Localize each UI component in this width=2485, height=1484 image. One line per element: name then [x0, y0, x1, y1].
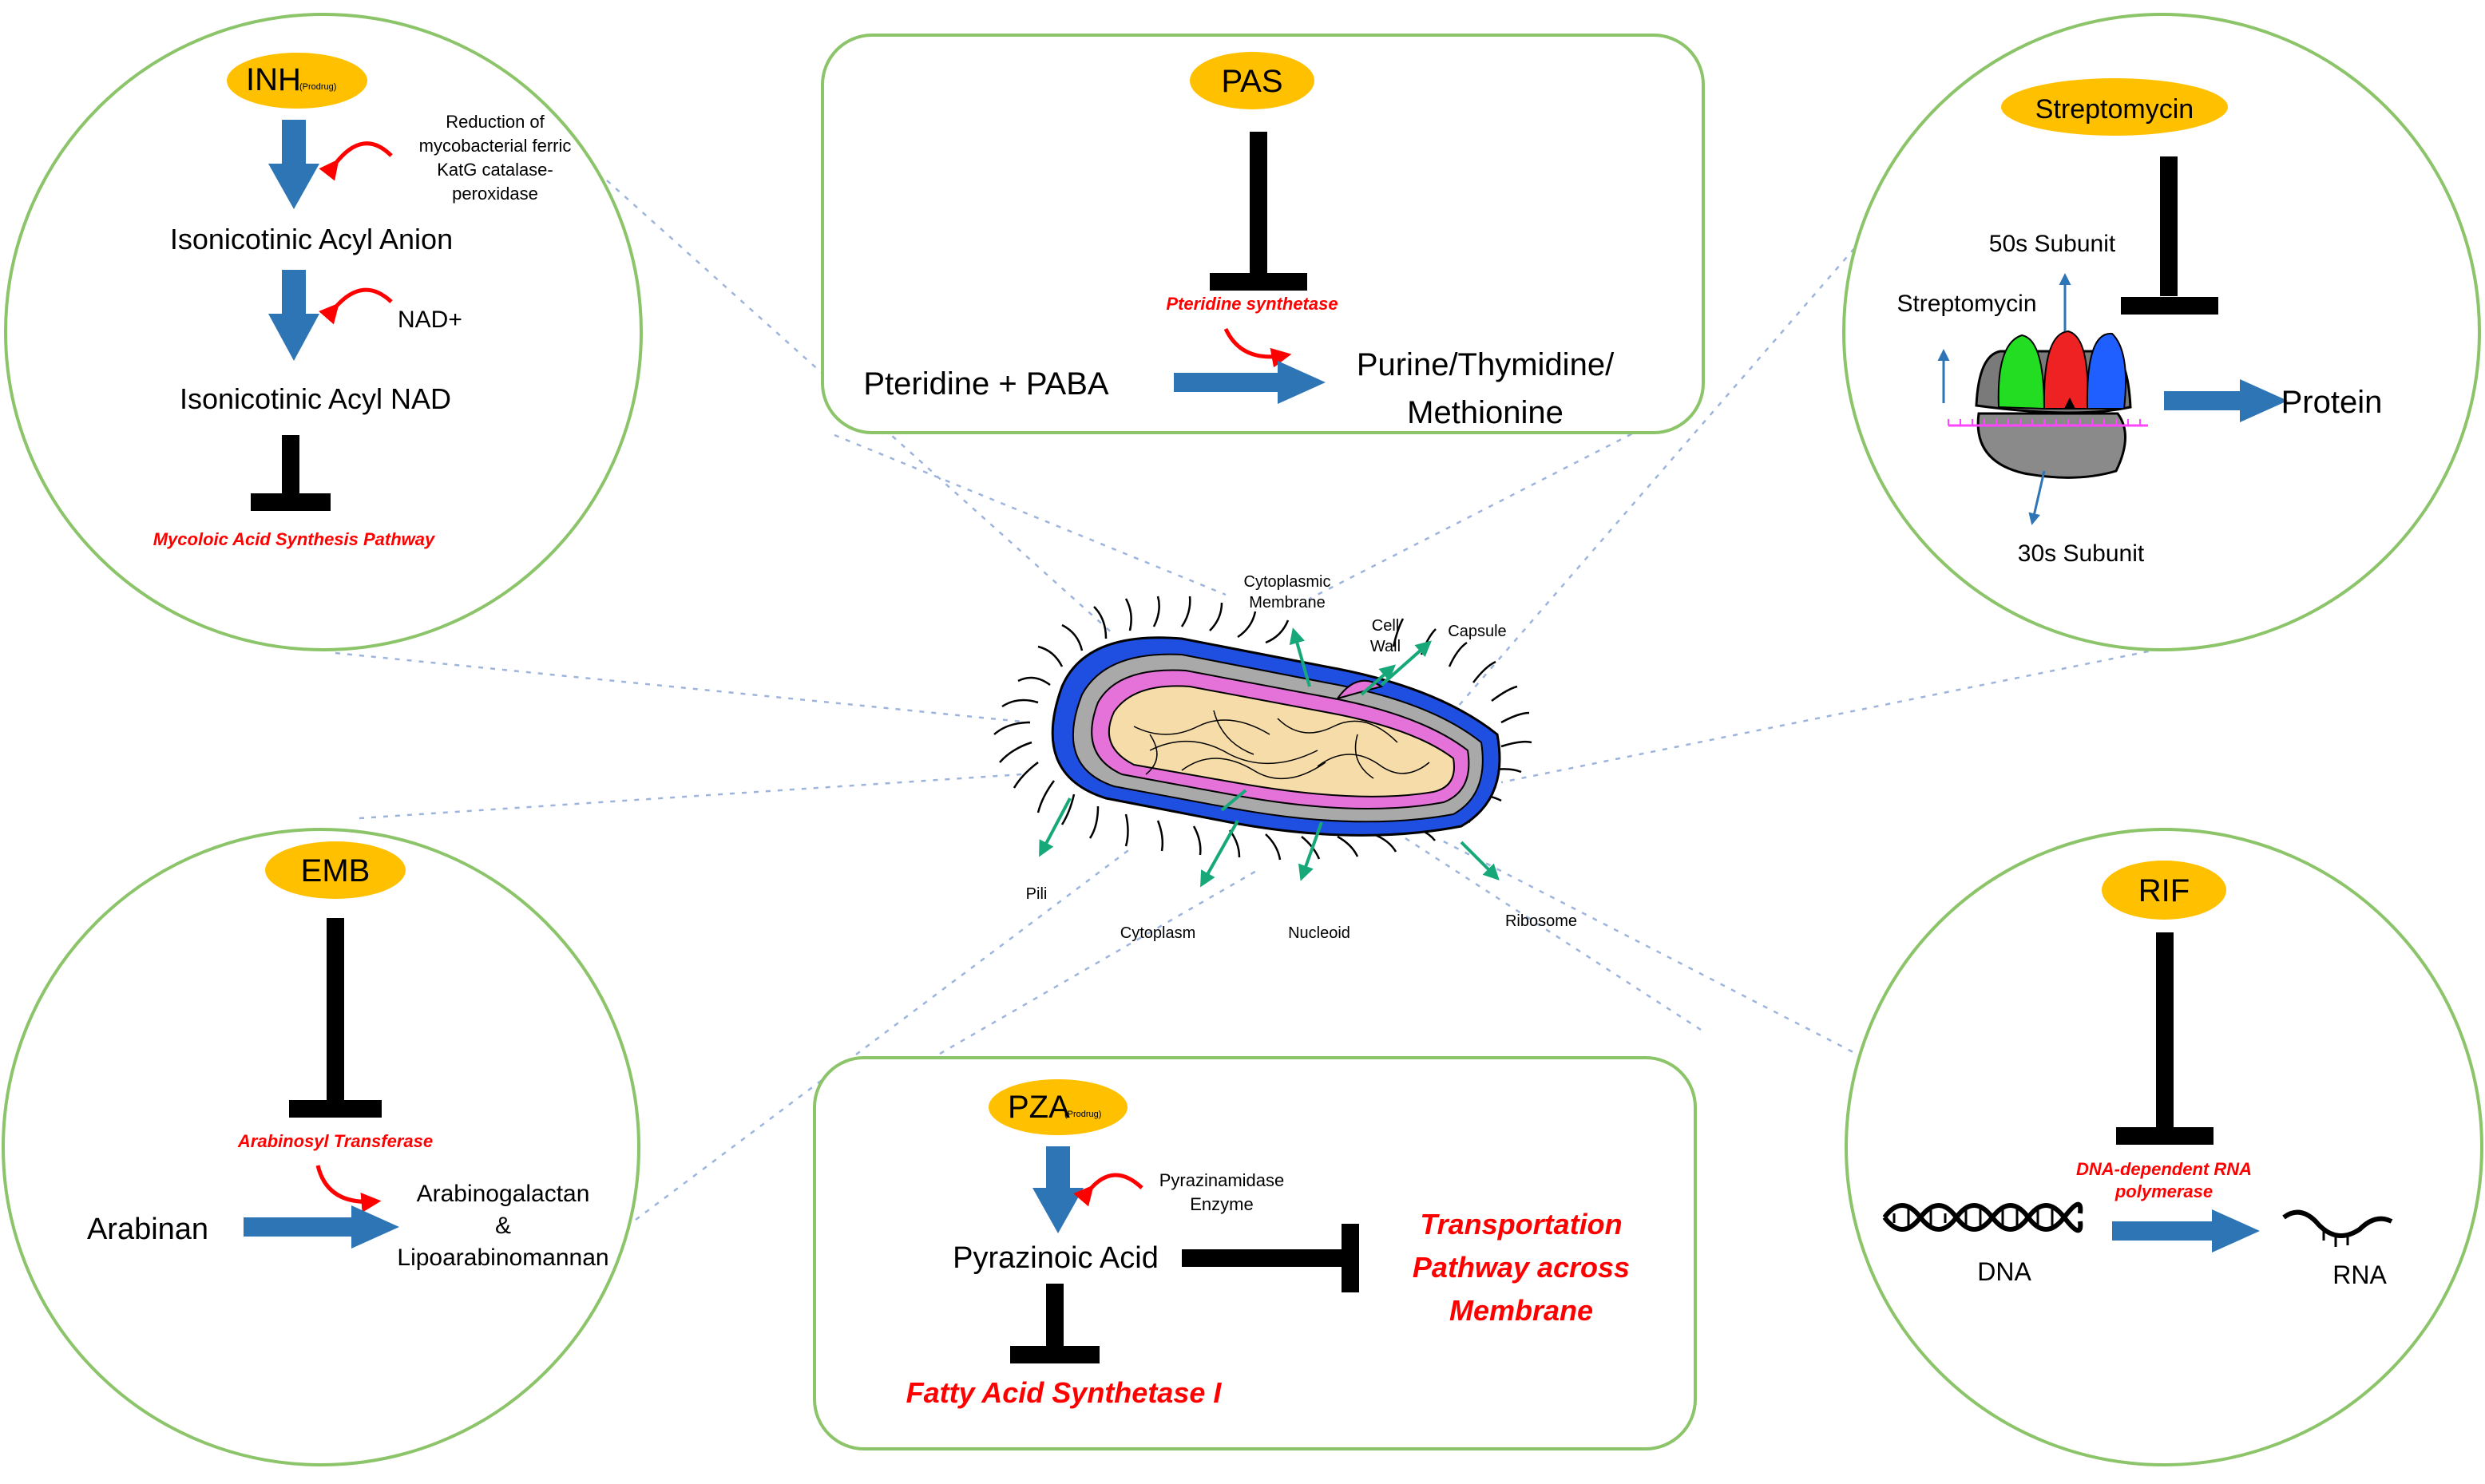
- inh-inhibition-stem: [282, 435, 299, 499]
- inh-product: Isonicotinic Acyl NAD: [180, 382, 451, 415]
- inh-panel: INH (Prodrug) Reduction of mycobacterial…: [4, 13, 643, 651]
- pza-inhibition-stem-down: [1046, 1284, 1064, 1351]
- pas-product-line1: Purine/Thymidine/: [1357, 347, 1615, 382]
- pas-panel: PAS Pteridine synthetase Pteridine + PAB…: [821, 34, 1705, 434]
- rif-inhibition-bar: [2116, 1127, 2214, 1145]
- nucleoid-label: Nucleoid: [1288, 924, 1350, 942]
- bacterium-illustration: Cytoplasmic Membrane Cell Wall Capsule P…: [993, 573, 1577, 942]
- pili-label: Pili: [1026, 885, 1048, 903]
- rif-drug-pill: [2102, 861, 2226, 920]
- streptomycin-panel: Streptomycin 50s Subunit Streptomycin 30…: [1842, 13, 2481, 651]
- strep-large-subunit: 50s Subunit: [1989, 231, 2116, 257]
- pza-target1: Fatty Acid Synthetase I: [906, 1376, 1223, 1409]
- pza-target2-line3: Membrane: [1449, 1294, 1593, 1327]
- pas-inhibition-bar: [1210, 273, 1307, 291]
- strep-inhibition-stem: [2160, 156, 2178, 296]
- cell-wall-label-line2: Wall: [1370, 638, 1401, 655]
- inh-cofactor: NAD+: [398, 307, 462, 333]
- inh-drug-pill: [227, 53, 367, 109]
- emb-inhibition-bar: [289, 1100, 382, 1118]
- inh-activator-line2: mycobacterial ferric: [419, 136, 572, 156]
- rif-drug-label: RIF: [2138, 873, 2190, 908]
- pas-drug-pill: [1190, 52, 1314, 109]
- rif-panel: RIF DNA-dependent RNA polymerase DNA RNA: [1845, 828, 2483, 1466]
- pza-drug-label: PZA: [1008, 1090, 1070, 1125]
- pza-target2-line1: Transportation: [1420, 1208, 1622, 1241]
- strep-small-subunit: 30s Subunit: [2018, 540, 2145, 567]
- cytoplasm-label: Cytoplasm: [1120, 924, 1195, 942]
- ribosome-label: Ribosome: [1505, 912, 1577, 930]
- rif-inhibition-stem: [2156, 932, 2174, 1132]
- dna-helix-icon: [1882, 1201, 2083, 1233]
- strep-drug-pill: [2001, 78, 2228, 136]
- emb-drug-pill: [265, 841, 406, 899]
- pza-drug-pill: [989, 1079, 1128, 1135]
- inh-intermediate: Isonicotinic Acyl Anion: [170, 223, 453, 255]
- strep-product: Protein: [2281, 385, 2383, 420]
- pas-product-line2: Methionine: [1407, 395, 1564, 430]
- pas-drug-label: PAS: [1221, 64, 1282, 99]
- pas-target: Pteridine synthetase: [1166, 294, 1338, 314]
- cell-wall-label-line1: Cell: [1372, 617, 1399, 635]
- strep-binding-label: Streptomycin: [1896, 291, 2036, 317]
- inh-inhibition-bar: [251, 493, 331, 511]
- strep-inhibition-bar: [2121, 297, 2218, 315]
- emb-panel: EMB Arabinosyl Transferase Arabinan Arab…: [2, 828, 640, 1466]
- leader-lines: [335, 139, 2173, 1242]
- pza-inhibition-bar-right: [1342, 1224, 1359, 1292]
- emb-product-line2: &: [495, 1213, 511, 1239]
- pza-inhibition-stem-right: [1182, 1249, 1342, 1267]
- emb-target: Arabinosyl Transferase: [237, 1131, 433, 1151]
- pza-active-form: Pyrazinoic Acid: [953, 1241, 1159, 1275]
- inh-activator-line1: Reduction of: [446, 112, 545, 132]
- emb-product-line1: Arabinogalactan: [417, 1181, 590, 1207]
- pas-inhibition-stem: [1250, 132, 1267, 277]
- inh-activator-line3: KatG catalase-: [437, 160, 553, 180]
- pza-enzyme-line1: Pyrazinamidase: [1159, 1170, 1285, 1190]
- rif-product: RNA: [2332, 1260, 2387, 1289]
- emb-drug-label: EMB: [301, 853, 371, 888]
- pza-inhibition-bar-down: [1010, 1346, 1100, 1363]
- emb-product-line3: Lipoarabinomannan: [397, 1245, 608, 1271]
- emb-substrate: Arabinan: [87, 1213, 208, 1246]
- pza-enzyme-line2: Enzyme: [1190, 1194, 1253, 1214]
- pza-drug-sub: (Prodrug): [1064, 1110, 1101, 1119]
- inh-target: Mycoloic Acid Synthesis Pathway: [153, 529, 436, 549]
- inh-drug-sub: (Prodrug): [299, 82, 336, 92]
- pas-substrate: Pteridine + PABA: [863, 366, 1109, 402]
- inh-drug-label: INH: [246, 62, 301, 97]
- strep-drug-label: Streptomycin: [2035, 94, 2194, 125]
- capsule-label: Capsule: [1448, 623, 1506, 640]
- pza-target2-line2: Pathway across: [1413, 1251, 1630, 1284]
- rif-substrate: DNA: [1977, 1257, 2031, 1286]
- rna-strand-icon: [2282, 1209, 2393, 1247]
- rif-target-line2: polymerase: [2114, 1181, 2213, 1201]
- cytoplasmic-membrane-label-line2: Membrane: [1249, 594, 1326, 611]
- pza-panel: PZA (Prodrug) Pyrazinamidase Enzyme Pyra…: [813, 1056, 1697, 1450]
- inh-activator-line4: peroxidase: [452, 184, 538, 204]
- ribosome-icon: [1948, 330, 2148, 479]
- rif-target-line1: DNA-dependent RNA: [2076, 1159, 2252, 1179]
- emb-inhibition-stem: [327, 918, 344, 1110]
- cytoplasmic-membrane-label-line1: Cytoplasmic: [1244, 573, 1331, 591]
